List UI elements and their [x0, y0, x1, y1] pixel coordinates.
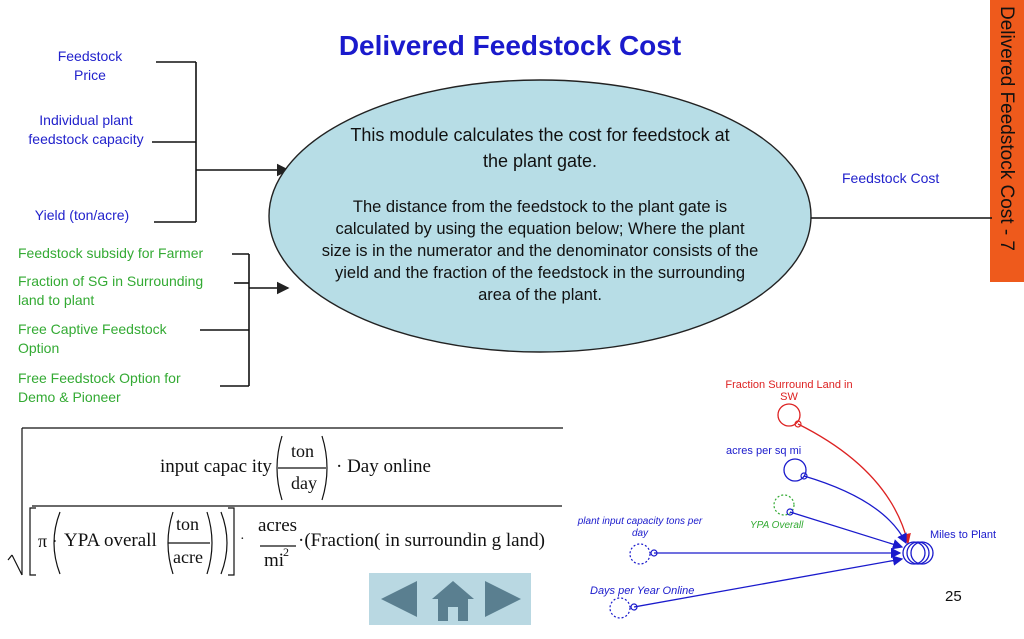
back-arrow-icon[interactable] — [381, 581, 417, 617]
module-ellipse — [268, 79, 812, 353]
input-feedstock-price: Feedstock Price — [57, 48, 123, 83]
page-number: 25 — [945, 588, 962, 605]
home-icon[interactable] — [432, 581, 474, 621]
diagram-ypa-label: YPA Overall — [750, 520, 804, 531]
page-title: Delivered Feedstock Cost — [338, 30, 682, 61]
output-feedstock-cost: Feedstock Cost — [842, 170, 940, 186]
diagram-fraction-label: Fraction Surround Land in SW — [725, 379, 853, 403]
formula-acre: acre — [173, 547, 203, 567]
formula-squared: 2 — [283, 545, 289, 559]
forward-arrow-icon[interactable] — [485, 581, 521, 617]
diagram-acres-label: acres per sq mi — [726, 445, 802, 457]
section-tab: Delivered Feedstock Cost - 7 — [990, 0, 1024, 282]
formula-ton-top: ton — [291, 441, 315, 461]
diagram-miles-label: Miles to Plant — [930, 529, 997, 541]
formula-ton-bottom: ton — [176, 514, 200, 534]
formula-numerator: input capac ity — [160, 456, 272, 477]
diagram-days-label: Days per Year Online — [590, 585, 695, 597]
formula-day: day — [291, 473, 317, 493]
formula-fraction: ·(Fraction( in surroundin g land) — [298, 530, 545, 551]
formula-mi: mi — [264, 550, 285, 571]
module-description-1: This module calculates the cost for feed… — [350, 125, 730, 171]
module-description-2: The distance from the feedstock to the p… — [321, 198, 759, 304]
input-captive-feedstock: Free Captive Feedstock Option — [18, 321, 167, 356]
slide-navigation — [369, 573, 531, 625]
formula-day-online: · Day online — [336, 456, 431, 477]
input-fraction-sg: Fraction of SG in Surrounding land to pl… — [18, 273, 204, 308]
formula-pi: π · — [38, 531, 58, 551]
formula-acres: acres — [258, 515, 298, 536]
diagram-capacity-label: plant input capacity tons per day — [577, 516, 703, 539]
formula-ypa: YPA overall — [64, 530, 157, 551]
input-yield: Yield (ton/acre) — [34, 207, 130, 223]
input-demo-pioneer: Free Feedstock Option for Demo & Pioneer — [18, 370, 181, 405]
formula-dot: · — [240, 532, 245, 547]
input-feedstock-subsidy: Feedstock subsidy for Farmer — [18, 245, 204, 261]
input-plant-capacity: Individual plant feedstock capacity — [28, 112, 144, 147]
section-tab-label: Delivered Feedstock Cost - 7 — [996, 6, 1017, 251]
